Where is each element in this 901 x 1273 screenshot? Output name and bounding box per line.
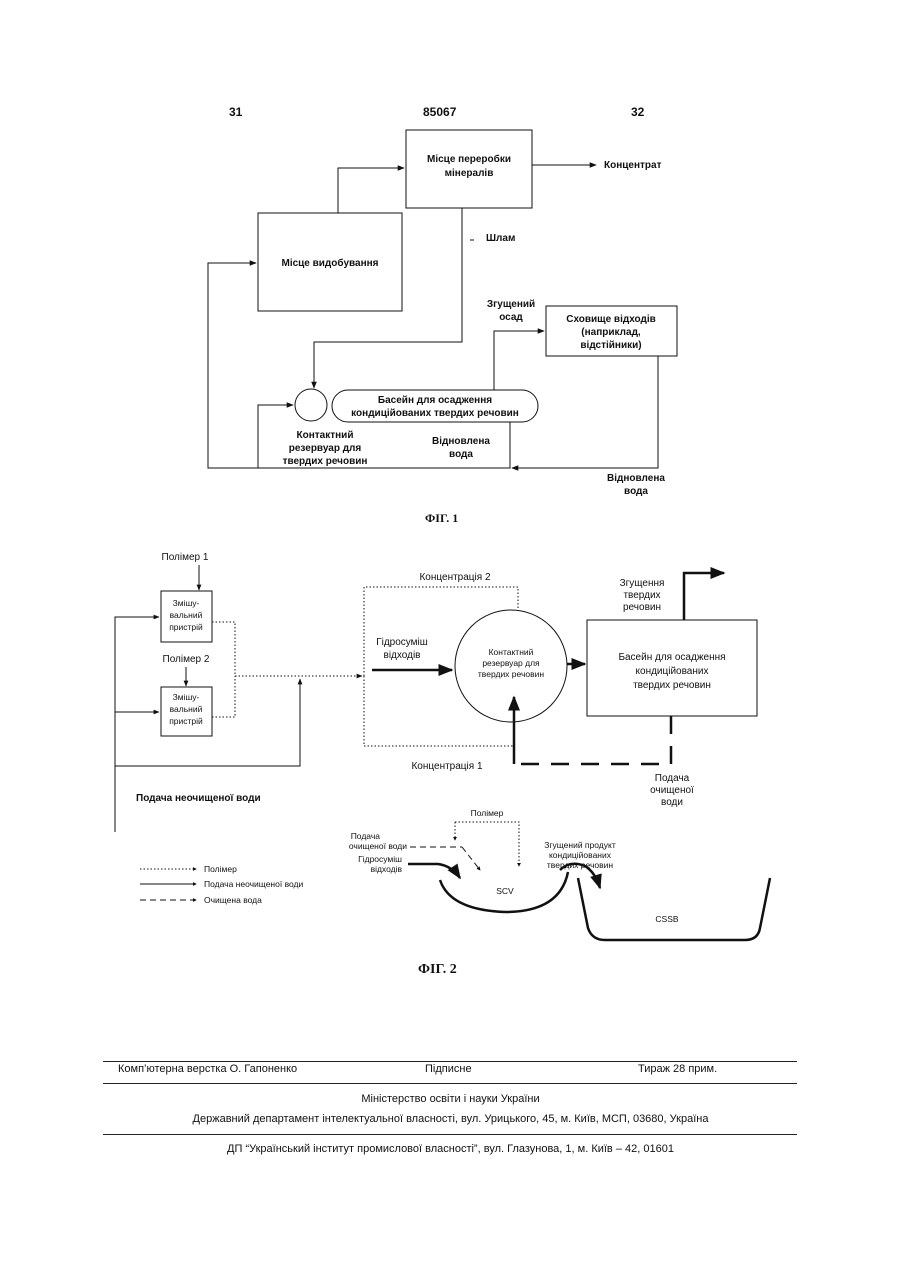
raw-water-label: Подача неочищеної води: [136, 793, 261, 804]
storage-label-3: відстійники): [580, 340, 641, 351]
mining-to-processing-arrow: [338, 168, 404, 213]
contact-label-1: Контактний: [297, 430, 354, 441]
basin-2-label-2: кондиційованих: [636, 666, 709, 677]
clean-water-feed-label-3: води: [661, 797, 683, 808]
contact-2-label-3: твердих речовин: [478, 669, 544, 679]
inset-polymer-line: [455, 822, 519, 866]
thickened-label-2: осад: [499, 312, 523, 323]
figure-2-caption: ФІГ. 2: [418, 962, 457, 978]
mixer-2-output: [212, 676, 235, 717]
clean-water-feed-label-1: Подача: [655, 773, 690, 784]
basin-2-label-3: твердих речовин: [633, 680, 711, 691]
polymer-2-label: Полімер 2: [163, 654, 210, 665]
contact-label-3: твердих речовин: [283, 456, 368, 467]
inset-product-label-1: Згущений продукт: [544, 840, 616, 850]
slurry-label-2: відходів: [384, 650, 421, 661]
thickening-output-arrow: [684, 573, 724, 620]
mixer-1-label-1: Змішу-: [173, 598, 200, 608]
thickening-label-2: твердих: [623, 590, 660, 601]
footer-divider-top: [103, 1061, 797, 1062]
slurry-label-1: Гідросуміш: [376, 637, 428, 648]
inset-polymer-label: Полімер: [471, 808, 504, 818]
mixer-1-label-2: вальний: [170, 610, 203, 620]
legend-raw-label: Подача неочищеної води: [204, 879, 303, 889]
figure-1-diagram: Місце переробки мінералів Концентрат Міс…: [0, 0, 901, 530]
inset-clean-feed-arrow: [462, 847, 480, 870]
thickening-label-3: речовин: [623, 602, 661, 613]
figure-1-caption: ФІГ. 1: [425, 511, 458, 526]
footer-signed: Підписне: [425, 1063, 472, 1075]
storage-label-2: (наприклад,: [581, 327, 641, 338]
footer-divider-bottom: [103, 1134, 797, 1135]
inset-product-label-2: кондиційованих: [549, 850, 612, 860]
thickening-label-1: Згущення: [620, 578, 665, 589]
mixer-1-label-3: пристрій: [169, 622, 203, 632]
mixer-1-output: [212, 622, 235, 676]
footer-print-run: Тираж 28 прим.: [638, 1063, 717, 1075]
thickened-label-1: Згущений: [487, 299, 535, 310]
processing-label-1: Місце переробки: [427, 153, 511, 165]
cssb-vessel: [578, 878, 770, 940]
recovered-water-1-label-2: вода: [449, 449, 473, 460]
footer-department: Державний департамент інтелектуальної вл…: [0, 1113, 901, 1125]
basin-label-2: кондиційованих твердих речовин: [351, 408, 519, 419]
footer-ministry: Міністерство освіти і науки України: [0, 1093, 901, 1105]
concentrate-label: Концентрат: [604, 160, 662, 171]
sludge-label: Шлам: [486, 233, 515, 244]
clean-water-return-line: [514, 716, 671, 764]
inset-clean-feed-label-2: очищеної води: [349, 841, 407, 851]
basin-2-label-1: Басейн для осадження: [618, 652, 725, 663]
cssb-label: CSSB: [655, 914, 678, 924]
contact-tank-circle: [295, 389, 327, 421]
figure-2-diagram: Полімер 1 Змішу- вальний пристрій Поліме…: [0, 540, 901, 960]
recovered-water-2-label-1: Відновлена: [607, 473, 665, 484]
thickened-to-storage-arrow: [494, 331, 544, 390]
contact-2-label-2: резервуар для: [482, 658, 540, 668]
concentration-2-label: Концентрація 2: [419, 572, 490, 583]
inset-slurry-arrow: [408, 864, 460, 878]
clean-water-feed-label-2: очищеної: [650, 785, 694, 796]
mixer-2-label-1: Змішу-: [173, 692, 200, 702]
processing-label-2: мінералів: [445, 168, 494, 179]
mixer-2-label-3: пристрій: [169, 716, 203, 726]
footer-institute: ДП “Український інститут промислової вла…: [0, 1143, 901, 1155]
mining-label: Місце видобування: [281, 257, 378, 269]
inset-slurry-label-2: відходів: [371, 864, 403, 874]
storage-label-1: Сховище відходів: [566, 314, 656, 325]
inset-slurry-label-1: Гідросуміш: [358, 854, 402, 864]
basin-label-1: Басейн для осадження: [378, 395, 492, 406]
legend-clean-label: Очищена вода: [204, 895, 262, 905]
contact-label-2: резервуар для: [289, 443, 362, 454]
inset-clean-feed-label-1: Подача: [351, 831, 381, 841]
recovered-water-2-label-2: вода: [624, 486, 648, 497]
mixer-2-label-2: вальний: [170, 704, 203, 714]
scv-label: SCV: [496, 886, 514, 896]
legend-polymer-label: Полімер: [204, 864, 237, 874]
concentration-1-label: Концентрація 1: [411, 761, 482, 772]
contact-2-label-1: Контактний: [489, 647, 534, 657]
polymer-1-label: Полімер 1: [162, 552, 209, 563]
footer-divider-middle: [103, 1083, 797, 1084]
recovered-water-1-label-1: Відновлена: [432, 436, 490, 447]
footer-layout-credit: Комп’ютерна верстка О. Гапоненко: [118, 1063, 297, 1075]
